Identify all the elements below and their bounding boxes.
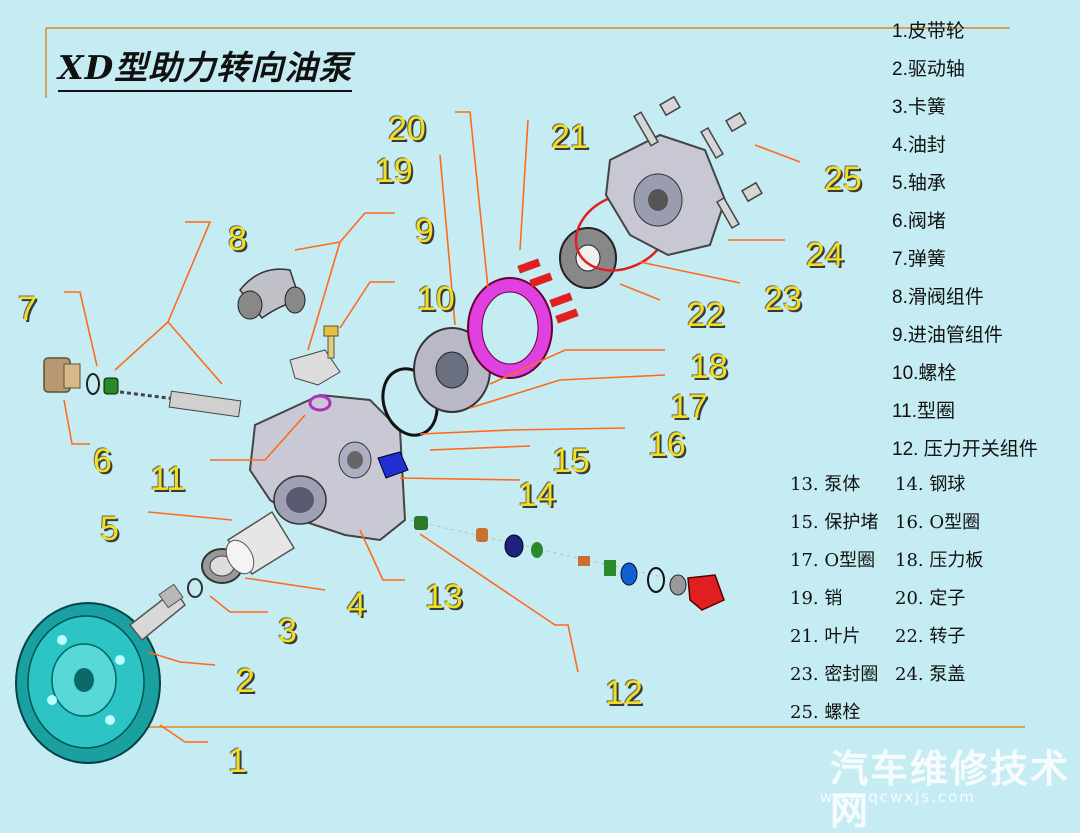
legend-item-2: 2.驱动轴 <box>892 59 965 80</box>
callout-12: 12 <box>605 674 643 712</box>
callout-24: 24 <box>806 236 844 274</box>
callout-6: 6 <box>93 442 112 480</box>
part-vanes <box>517 258 579 324</box>
legend-item-10: 10.螺栓 <box>892 363 957 384</box>
callout-18: 18 <box>690 348 728 386</box>
diagram-stage: XD型助力转向油泵 20 21 19 25 8 9 24 7 10 23 22 … <box>15 21 1068 832</box>
callout-15: 15 <box>552 442 590 480</box>
legend-item-18: 18. 压力板 <box>895 550 984 571</box>
legend-item-8: 8.滑阀组件 <box>892 287 984 308</box>
part-pump-cover <box>604 133 727 257</box>
part-pressure-switch <box>409 516 725 611</box>
callout-19: 19 <box>375 152 413 190</box>
page-title: XD型助力转向油泵 <box>58 48 353 92</box>
part-bolts-25 <box>633 95 763 230</box>
legend-item-12: 12. 压力开关组件 <box>892 439 1038 460</box>
callout-2: 2 <box>236 662 255 700</box>
legend-item-7: 7.弹簧 <box>892 249 946 270</box>
callout-23: 23 <box>764 280 802 318</box>
legend-item-5: 5.轴承 <box>892 173 946 194</box>
legend-item-24: 24. 泵盖 <box>895 664 966 685</box>
callout-16: 16 <box>648 426 686 464</box>
callout-4: 4 <box>347 586 366 624</box>
legend-item-23: 23. 密封圈 <box>790 664 879 685</box>
callout-8: 8 <box>228 220 247 258</box>
part-slide-valve <box>119 390 242 418</box>
legend-item-17: 17. O型圈 <box>790 550 876 571</box>
part-bearing <box>225 510 296 576</box>
legend-item-20: 20. 定子 <box>895 588 966 609</box>
legend-item-14: 14. 钢球 <box>895 474 966 495</box>
callout-13: 13 <box>425 578 463 616</box>
legend-item-22: 22. 转子 <box>895 626 966 647</box>
part-valve-plug <box>43 357 81 393</box>
part-inlet-pipe <box>237 268 341 386</box>
callout-21: 21 <box>551 118 589 156</box>
part-rotor <box>559 227 617 289</box>
legend-item-25: 25. 螺栓 <box>790 702 861 723</box>
callout-25: 25 <box>824 160 862 198</box>
callout-3: 3 <box>278 612 297 650</box>
exploded-view-drawing <box>15 27 1025 764</box>
legend-item-13: 13. 泵体 <box>790 474 861 495</box>
legend-item-19: 19. 销 <box>790 588 843 609</box>
part-drive-shaft <box>128 583 187 642</box>
callout-1: 1 <box>228 742 247 780</box>
leader-lines <box>63 111 801 743</box>
callout-5: 5 <box>100 510 119 548</box>
callout-11: 11 <box>150 460 186 498</box>
legend-item-3: 3.卡簧 <box>892 97 946 118</box>
callout-9: 9 <box>415 212 434 250</box>
legend-item-11: 11.型圈 <box>892 401 956 422</box>
callout-7: 7 <box>18 290 37 328</box>
watermark-url: www.qcwxjs.com <box>820 788 976 806</box>
legend-item-16: 16. O型圈 <box>895 512 981 533</box>
legend-item-15: 15. 保护堵 <box>790 512 879 533</box>
part-bolt-10 <box>323 325 339 359</box>
part-circlip <box>187 578 203 598</box>
callout-20: 20 <box>388 110 426 148</box>
legend-item-9: 9.进油管组件 <box>892 325 1003 346</box>
part-pulley <box>15 602 161 764</box>
legend-item-6: 6.阀堵 <box>892 211 946 232</box>
callout-17: 17 <box>670 388 708 426</box>
slide-frame <box>45 27 1025 728</box>
callout-22: 22 <box>687 296 725 334</box>
callout-10: 10 <box>417 280 455 318</box>
part-spring <box>86 373 119 395</box>
callout-14: 14 <box>518 476 556 514</box>
legend-item-21: 21. 叶片 <box>790 626 861 647</box>
part-stator <box>467 277 553 379</box>
part-pump-body <box>248 393 409 542</box>
legend-item-4: 4.油封 <box>892 135 946 156</box>
legend-item-1: 1.皮带轮 <box>892 21 965 42</box>
